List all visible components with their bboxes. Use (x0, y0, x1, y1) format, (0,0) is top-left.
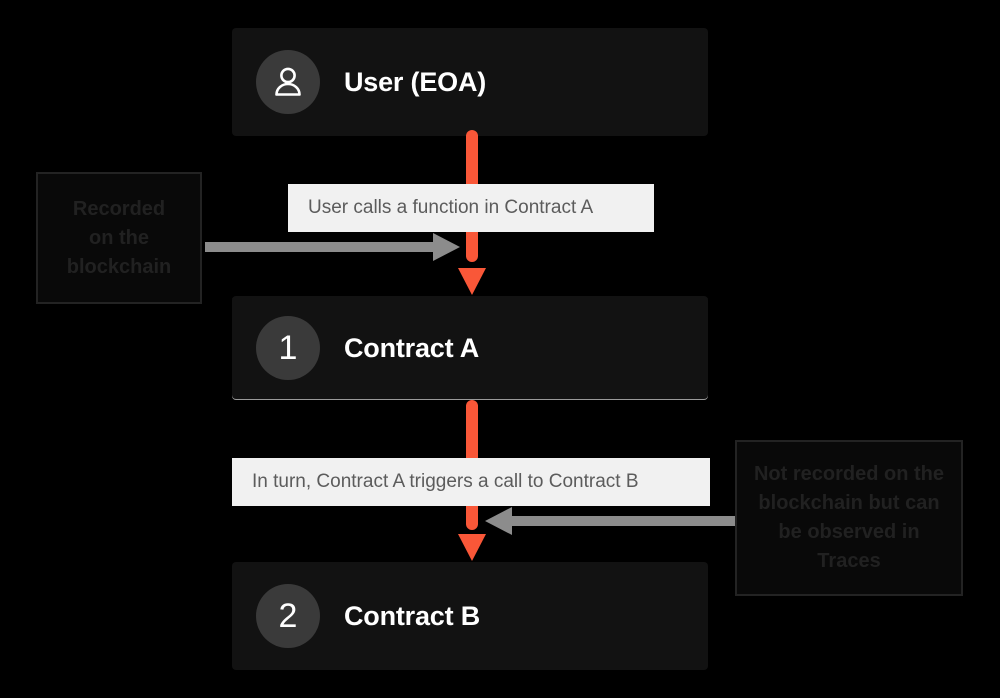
step-number-badge-1: 1 (256, 316, 320, 380)
step-number-2: 2 (278, 597, 298, 635)
annotation-right-line-4: Traces (817, 550, 881, 572)
node-user[interactable]: User (EOA) (232, 28, 708, 136)
annotation-right-pointer-arrow (485, 507, 737, 535)
caption-user-calls-contract-a: User calls a function in Contract A (288, 184, 654, 232)
step-number-badge-2: 2 (256, 584, 320, 648)
caption-contract-a-triggers-contract-b: In turn, Contract A triggers a call to C… (232, 458, 710, 506)
annotation-not-recorded-traces: Not recorded on the blockchain but can b… (735, 440, 963, 596)
node-user-label: User (EOA) (344, 66, 487, 97)
annotation-left-line-2: on the (89, 226, 149, 249)
node-contract-a[interactable]: 1 Contract A (232, 296, 708, 400)
caption-1-text: User calls a function in Contract A (308, 197, 594, 218)
step-number-1: 1 (278, 329, 298, 367)
annotation-left-line-1: Recorded (72, 197, 166, 220)
annotation-right-line-2: blockchain but can (758, 492, 940, 514)
node-contract-b-label: Contract B (344, 600, 481, 631)
caption-2-text: In turn, Contract A triggers a call to C… (252, 471, 639, 492)
person-icon (275, 67, 301, 96)
annotation-right-line-3: be observed in (778, 521, 920, 543)
node-contract-b[interactable]: 2 Contract B (232, 562, 708, 670)
annotation-recorded-on-blockchain: Recorded on the blockchain (36, 172, 202, 304)
annotation-left-line-3: blockchain (66, 255, 172, 278)
node-contract-a-label: Contract A (344, 332, 480, 363)
annotation-right-line-1: Not recorded on the (753, 463, 944, 485)
user-avatar-badge (256, 50, 320, 114)
annotation-left-pointer-arrow (205, 233, 460, 261)
